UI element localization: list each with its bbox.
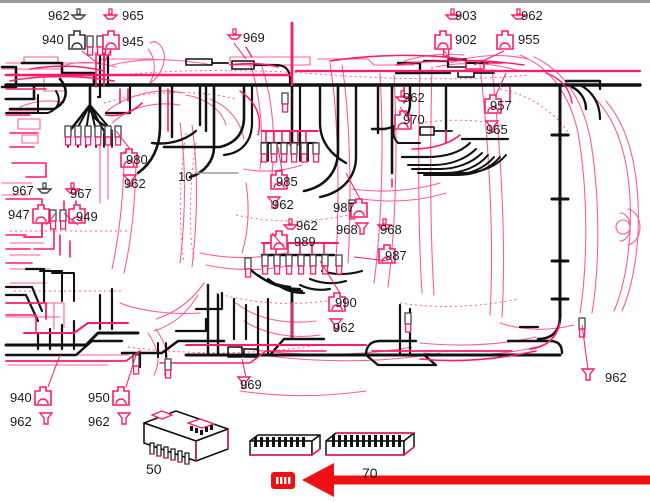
callout-label-968-c26: 968 — [380, 222, 402, 237]
callout-label-969-c35: 969 — [240, 377, 262, 392]
callout-label-989-c27: 989 — [294, 234, 316, 249]
red-pointer-arrow — [302, 463, 650, 497]
callout-label-970-c12: 970 — [403, 112, 425, 127]
fuse-module-small — [249, 434, 321, 456]
callout-label-962-c34: 962 — [88, 414, 110, 429]
callout-leader-lines — [45, 42, 589, 388]
callout-label-987-c28: 987 — [385, 248, 407, 263]
vehicle-outline-hidden-edges — [10, 70, 571, 354]
module-caption-70: 70 — [362, 465, 378, 481]
callout-label-962-c24: 962 — [296, 218, 318, 233]
callout-label-962-c30: 962 — [333, 320, 355, 335]
callout-label-962-c32: 962 — [10, 414, 32, 429]
callout-label-947-c21: 947 — [8, 207, 30, 222]
callout-label-985-c17: 985 — [276, 174, 298, 189]
callout-label-969-c5: 969 — [243, 30, 265, 45]
callout-label-967-c20: 967 — [70, 186, 92, 201]
red-highlight-box — [271, 472, 295, 489]
callout-label-962-c18: 962 — [272, 197, 294, 212]
callout-label-968-c25: 968 — [336, 222, 358, 237]
callout-label-945-c4: 945 — [122, 34, 144, 49]
callout-label-965-c2: 965 — [122, 8, 144, 23]
callout-label-962-c1: 962 — [48, 8, 70, 23]
harness-magenta-wires — [4, 21, 642, 364]
callout-label-940-c31: 940 — [10, 390, 32, 405]
callout-label-950-c33: 950 — [88, 390, 110, 405]
callout-label-949-c22: 949 — [76, 209, 98, 224]
callout-label-10-c16: 10 — [178, 169, 193, 184]
callout-label-967-c19: 967 — [12, 183, 34, 198]
fuse-module-70 — [325, 432, 415, 456]
wiring-harness-drawing — [0, 8, 650, 497]
callout-label-955-c9: 955 — [518, 32, 540, 47]
callout-label-962-c10: 962 — [403, 90, 425, 105]
callout-label-903-c6: 903 — [455, 8, 477, 23]
callout-label-965-c13: 965 — [486, 122, 508, 137]
module-caption-50: 50 — [146, 461, 162, 477]
callout-label-902-c8: 902 — [455, 32, 477, 47]
callout-label-980-c14: 980 — [126, 152, 148, 167]
callout-label-990-c29: 990 — [335, 295, 357, 310]
callout-label-962-c7: 962 — [521, 8, 543, 23]
callout-label-987-c23: 987 — [333, 200, 355, 215]
callout-label-962-c15: 962 — [124, 176, 146, 191]
fuse-module-50 — [143, 410, 229, 465]
callout-label-940-c3: 940 — [42, 32, 64, 47]
callout-label-957-c11: 957 — [490, 98, 512, 113]
callout-label-962-c36: 962 — [605, 370, 627, 385]
